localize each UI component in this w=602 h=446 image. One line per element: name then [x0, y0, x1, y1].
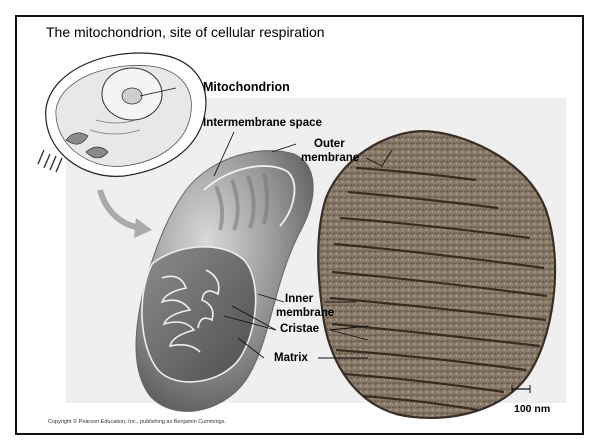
- mitochondrion-figure: [26, 40, 576, 424]
- label-outer-membrane-line1: Outer: [314, 138, 345, 150]
- label-outer-membrane-line2: membrane: [301, 152, 359, 164]
- electron-micrograph: [318, 131, 555, 418]
- label-intermembrane-space: Intermembrane space: [203, 117, 322, 129]
- slide-title: The mitochondrion, site of cellular resp…: [46, 24, 325, 40]
- label-mitochondrion: Mitochondrion: [203, 81, 290, 93]
- scale-bar-label: 100 nm: [514, 403, 550, 415]
- label-inner-membrane-line2: membrane: [276, 307, 334, 319]
- copyright-notice: Copyright © Pearson Education, Inc., pub…: [48, 419, 226, 425]
- label-inner-membrane-line1: Inner: [285, 293, 313, 305]
- label-cristae: Cristae: [280, 323, 319, 335]
- label-matrix: Matrix: [274, 352, 308, 364]
